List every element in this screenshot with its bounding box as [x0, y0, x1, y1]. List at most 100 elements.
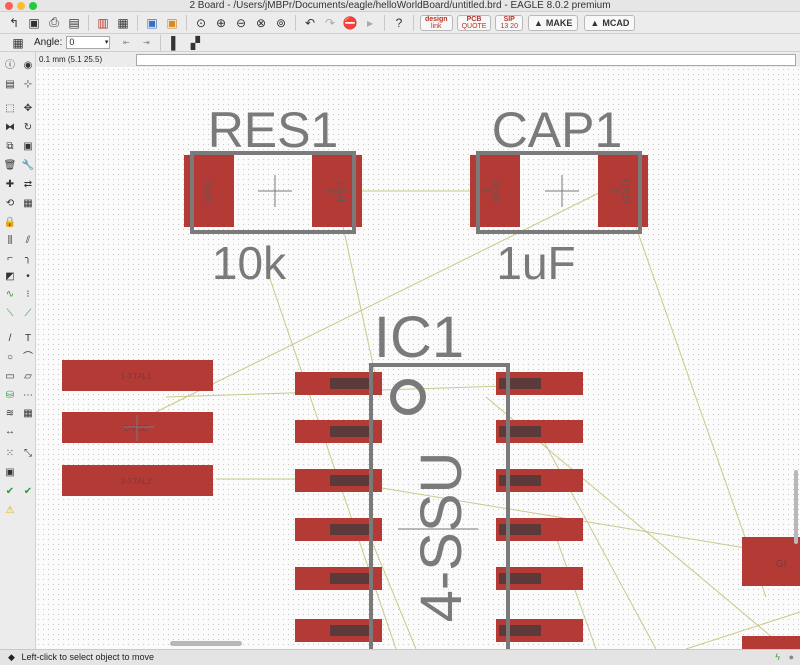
ulp-icon[interactable]: ▣	[166, 15, 178, 30]
board-canvas[interactable]: RES1 VCC RST 2 10k CAP1 VCC 1 GND 2 1uF …	[36, 67, 800, 649]
mirror-on-icon[interactable]: ⇥	[143, 38, 150, 47]
hole-icon[interactable]: ⁝	[26, 289, 30, 300]
optimize-icon[interactable]: ⫽	[25, 235, 31, 246]
ic1-part[interactable]: IC1 4-SSU	[295, 305, 583, 649]
help-icon[interactable]: ?	[395, 15, 403, 30]
zoom-out-icon[interactable]: ⊖	[235, 15, 247, 30]
delete-icon[interactable]: 🗑	[3, 160, 17, 171]
paste-icon[interactable]: ▣	[23, 141, 33, 152]
switch-schematic-icon[interactable]: ▥	[97, 15, 109, 30]
zoom-window-button[interactable]	[29, 2, 37, 10]
cap1-part[interactable]: CAP1 VCC 1 GND 2 1uF	[470, 102, 648, 289]
res1-value: 10k	[212, 237, 287, 289]
xtal1-pad[interactable]	[62, 360, 213, 391]
split-icon[interactable]: ⫼	[7, 235, 13, 246]
command-input[interactable]	[136, 53, 796, 66]
partial-pad-right[interactable]: GI	[742, 537, 800, 649]
change-icon[interactable]: ⟲	[5, 198, 15, 209]
meander-icon[interactable]: ∿	[5, 289, 15, 300]
smd-icon[interactable]: ▦	[23, 408, 33, 419]
polygon-draw-icon[interactable]: ▱	[24, 371, 32, 382]
erc-check-icon[interactable]: ✔	[5, 486, 15, 497]
airwire	[365, 526, 417, 649]
wrench-icon[interactable]: 🔧	[21, 160, 35, 171]
circle-icon[interactable]: ○	[6, 352, 14, 363]
polygon-icon[interactable]: ◩	[5, 271, 15, 282]
layers-icon[interactable]: ▤	[5, 79, 15, 90]
status-hint: Left-click to select object to move	[21, 652, 154, 662]
net-icon[interactable]: ⋯	[23, 390, 33, 401]
main-toolbar: ↰ ▣ ⎙ ▤ ▥ ▦ ▣ ▣ ⊙ ⊕ ⊖ ⊗ ⊚ ↶ ↷ ⛔ ▸ ? desi…	[0, 12, 800, 34]
text-icon[interactable]: T	[24, 333, 32, 344]
go-icon[interactable]: ▸	[366, 15, 374, 30]
dimension-icon[interactable]: ↔	[5, 426, 15, 437]
airwire	[535, 426, 657, 649]
drc-icon[interactable]: ▣	[5, 467, 15, 478]
via-icon[interactable]: •	[26, 271, 30, 282]
close-window-button[interactable]	[5, 2, 13, 10]
route-icon[interactable]: ╮	[24, 253, 32, 264]
gnd-pad[interactable]	[742, 537, 800, 586]
make-button[interactable]: ▲MAKE	[527, 14, 579, 31]
horizontal-scrollbar[interactable]	[170, 641, 242, 646]
cam-icon[interactable]: ▤	[68, 15, 80, 30]
info-icon[interactable]: ⓘ	[5, 60, 15, 71]
copy-icon[interactable]: ⧉	[6, 141, 14, 152]
ripup-icon[interactable]: ⟋	[24, 308, 32, 319]
lower-right-pad[interactable]	[742, 636, 800, 649]
board-drawing: RES1 VCC RST 2 10k CAP1 VCC 1 GND 2 1uF …	[62, 102, 800, 649]
script-icon[interactable]: ▣	[146, 15, 158, 30]
stop-status-icon[interactable]: ●	[788, 652, 794, 662]
open-icon[interactable]: ↰	[8, 15, 20, 30]
mirror-icon[interactable]: ⧓	[5, 122, 15, 133]
ic1-name: IC1	[374, 305, 464, 370]
undo-icon[interactable]: ↶	[304, 15, 316, 30]
replace-icon[interactable]: ⇄	[23, 179, 33, 190]
warning-icon[interactable]: ⚠	[5, 505, 15, 516]
stop-icon[interactable]: ⛔	[342, 15, 358, 30]
move-icon[interactable]: ✥	[23, 103, 33, 114]
res1-part[interactable]: RES1 VCC RST 2 10k	[184, 102, 362, 289]
ic1-pin-stubs	[330, 378, 541, 636]
signal-icon[interactable]: ⤡	[24, 448, 32, 459]
redo-icon[interactable]: ↷	[324, 15, 336, 30]
window-title: 2 Board - /Users/jMBPr/Documents/eagle/h…	[189, 0, 611, 11]
mirror-off-icon[interactable]: ⇤	[123, 38, 130, 47]
vertical-scrollbar[interactable]	[794, 470, 798, 544]
lock-icon[interactable]: 🔒	[3, 217, 17, 228]
rotate-icon[interactable]: ↻	[23, 122, 33, 133]
stack-icon[interactable]: ≋	[5, 408, 15, 419]
window-titlebar: 2 Board - /Users/jMBPr/Documents/eagle/h…	[0, 0, 800, 12]
ratsnest-icon[interactable]: ⛁	[5, 390, 15, 401]
zoom-in-icon[interactable]: ⊕	[215, 15, 227, 30]
attribute-icon[interactable]: ⁙	[5, 448, 15, 459]
line-icon[interactable]: /	[8, 333, 12, 344]
arc-icon[interactable]: ⌒	[23, 352, 33, 363]
miter-icon[interactable]: ⌐	[7, 253, 13, 264]
save-icon[interactable]: ▣	[28, 15, 40, 30]
add-icon[interactable]: ✚	[5, 179, 15, 190]
xtal2-pad[interactable]	[62, 465, 213, 496]
mcad-button[interactable]: ▲MCAD	[584, 14, 636, 31]
minimize-window-button[interactable]	[17, 2, 25, 10]
layer-icon[interactable]: ▦	[117, 15, 129, 30]
select-icon[interactable]: ⬚	[5, 103, 15, 114]
zoom-fit-icon[interactable]: ⊙	[195, 15, 207, 30]
eye-icon[interactable]: ◉	[23, 60, 33, 71]
spin-on-icon[interactable]: ▞	[190, 35, 200, 50]
angle-select[interactable]: 0▾	[66, 36, 111, 49]
zoom-redraw-icon[interactable]: ⊗	[255, 15, 267, 30]
zoom-select-icon[interactable]: ⊚	[275, 15, 287, 30]
mark-icon[interactable]: ⊹	[23, 79, 33, 90]
print-icon[interactable]: ⎙	[49, 15, 59, 29]
group-icon[interactable]: ▦	[23, 198, 33, 209]
grid-icon[interactable]: ▦	[12, 35, 24, 50]
spin-off-icon[interactable]: ▌	[171, 35, 180, 50]
drc-check-icon[interactable]: ✔	[23, 486, 33, 497]
power-icon[interactable]: ϟ	[775, 652, 780, 662]
autoroute-icon[interactable]: ⟍	[6, 308, 14, 319]
rect-icon[interactable]: ▭	[5, 371, 15, 382]
